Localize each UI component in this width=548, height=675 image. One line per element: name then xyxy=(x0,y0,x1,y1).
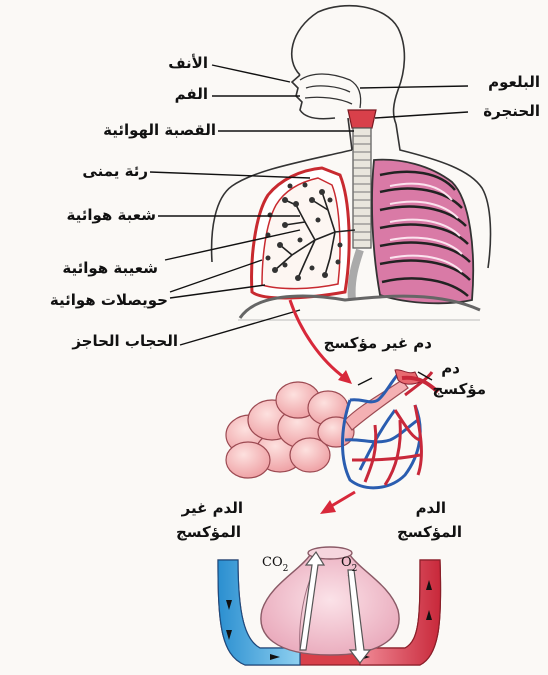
spine-shape xyxy=(352,250,360,300)
capillary-network xyxy=(343,372,433,488)
alveoli-label: حويصلات هوائية xyxy=(50,292,168,309)
trachea-shape xyxy=(353,128,371,248)
upper-airway xyxy=(300,74,361,108)
oxygenated-label-1: الدم xyxy=(416,500,446,517)
oxygenated-label-2: المؤكسج xyxy=(397,524,462,541)
right-lung-label: رئة يمنى xyxy=(82,163,148,180)
mouth-label: الفم xyxy=(175,86,208,103)
zoom-arrow-2 xyxy=(320,492,355,514)
larynx-label: الحنجرة xyxy=(483,103,540,120)
diaphragm-shape xyxy=(240,296,480,318)
diaphragm-label: الحجاب الحاجز xyxy=(72,333,178,350)
bronchiole-label: شعيبة هوائية xyxy=(62,260,158,277)
oxygenated-blood-label-2: مؤكسج xyxy=(433,381,487,398)
co2-label: CO2 xyxy=(262,555,288,574)
bronchus-label: شعبة هوائية xyxy=(67,207,156,224)
trachea-label: القصبة الهوائية xyxy=(103,122,216,139)
oxygenated-blood-label-1: دم xyxy=(441,360,460,377)
deoxygenated-blood-label: دم غير مؤكسج xyxy=(324,335,432,352)
left-lung-ribs xyxy=(372,160,473,304)
right-lung-cutaway xyxy=(252,168,355,298)
larynx-shape xyxy=(348,110,376,128)
deoxygenated-label-1: الدم غير xyxy=(182,500,243,517)
nose-label: الأنف xyxy=(168,55,208,72)
deoxygenated-label-2: المؤكسج xyxy=(176,524,241,541)
pharynx-label: البلعوم xyxy=(488,74,540,91)
